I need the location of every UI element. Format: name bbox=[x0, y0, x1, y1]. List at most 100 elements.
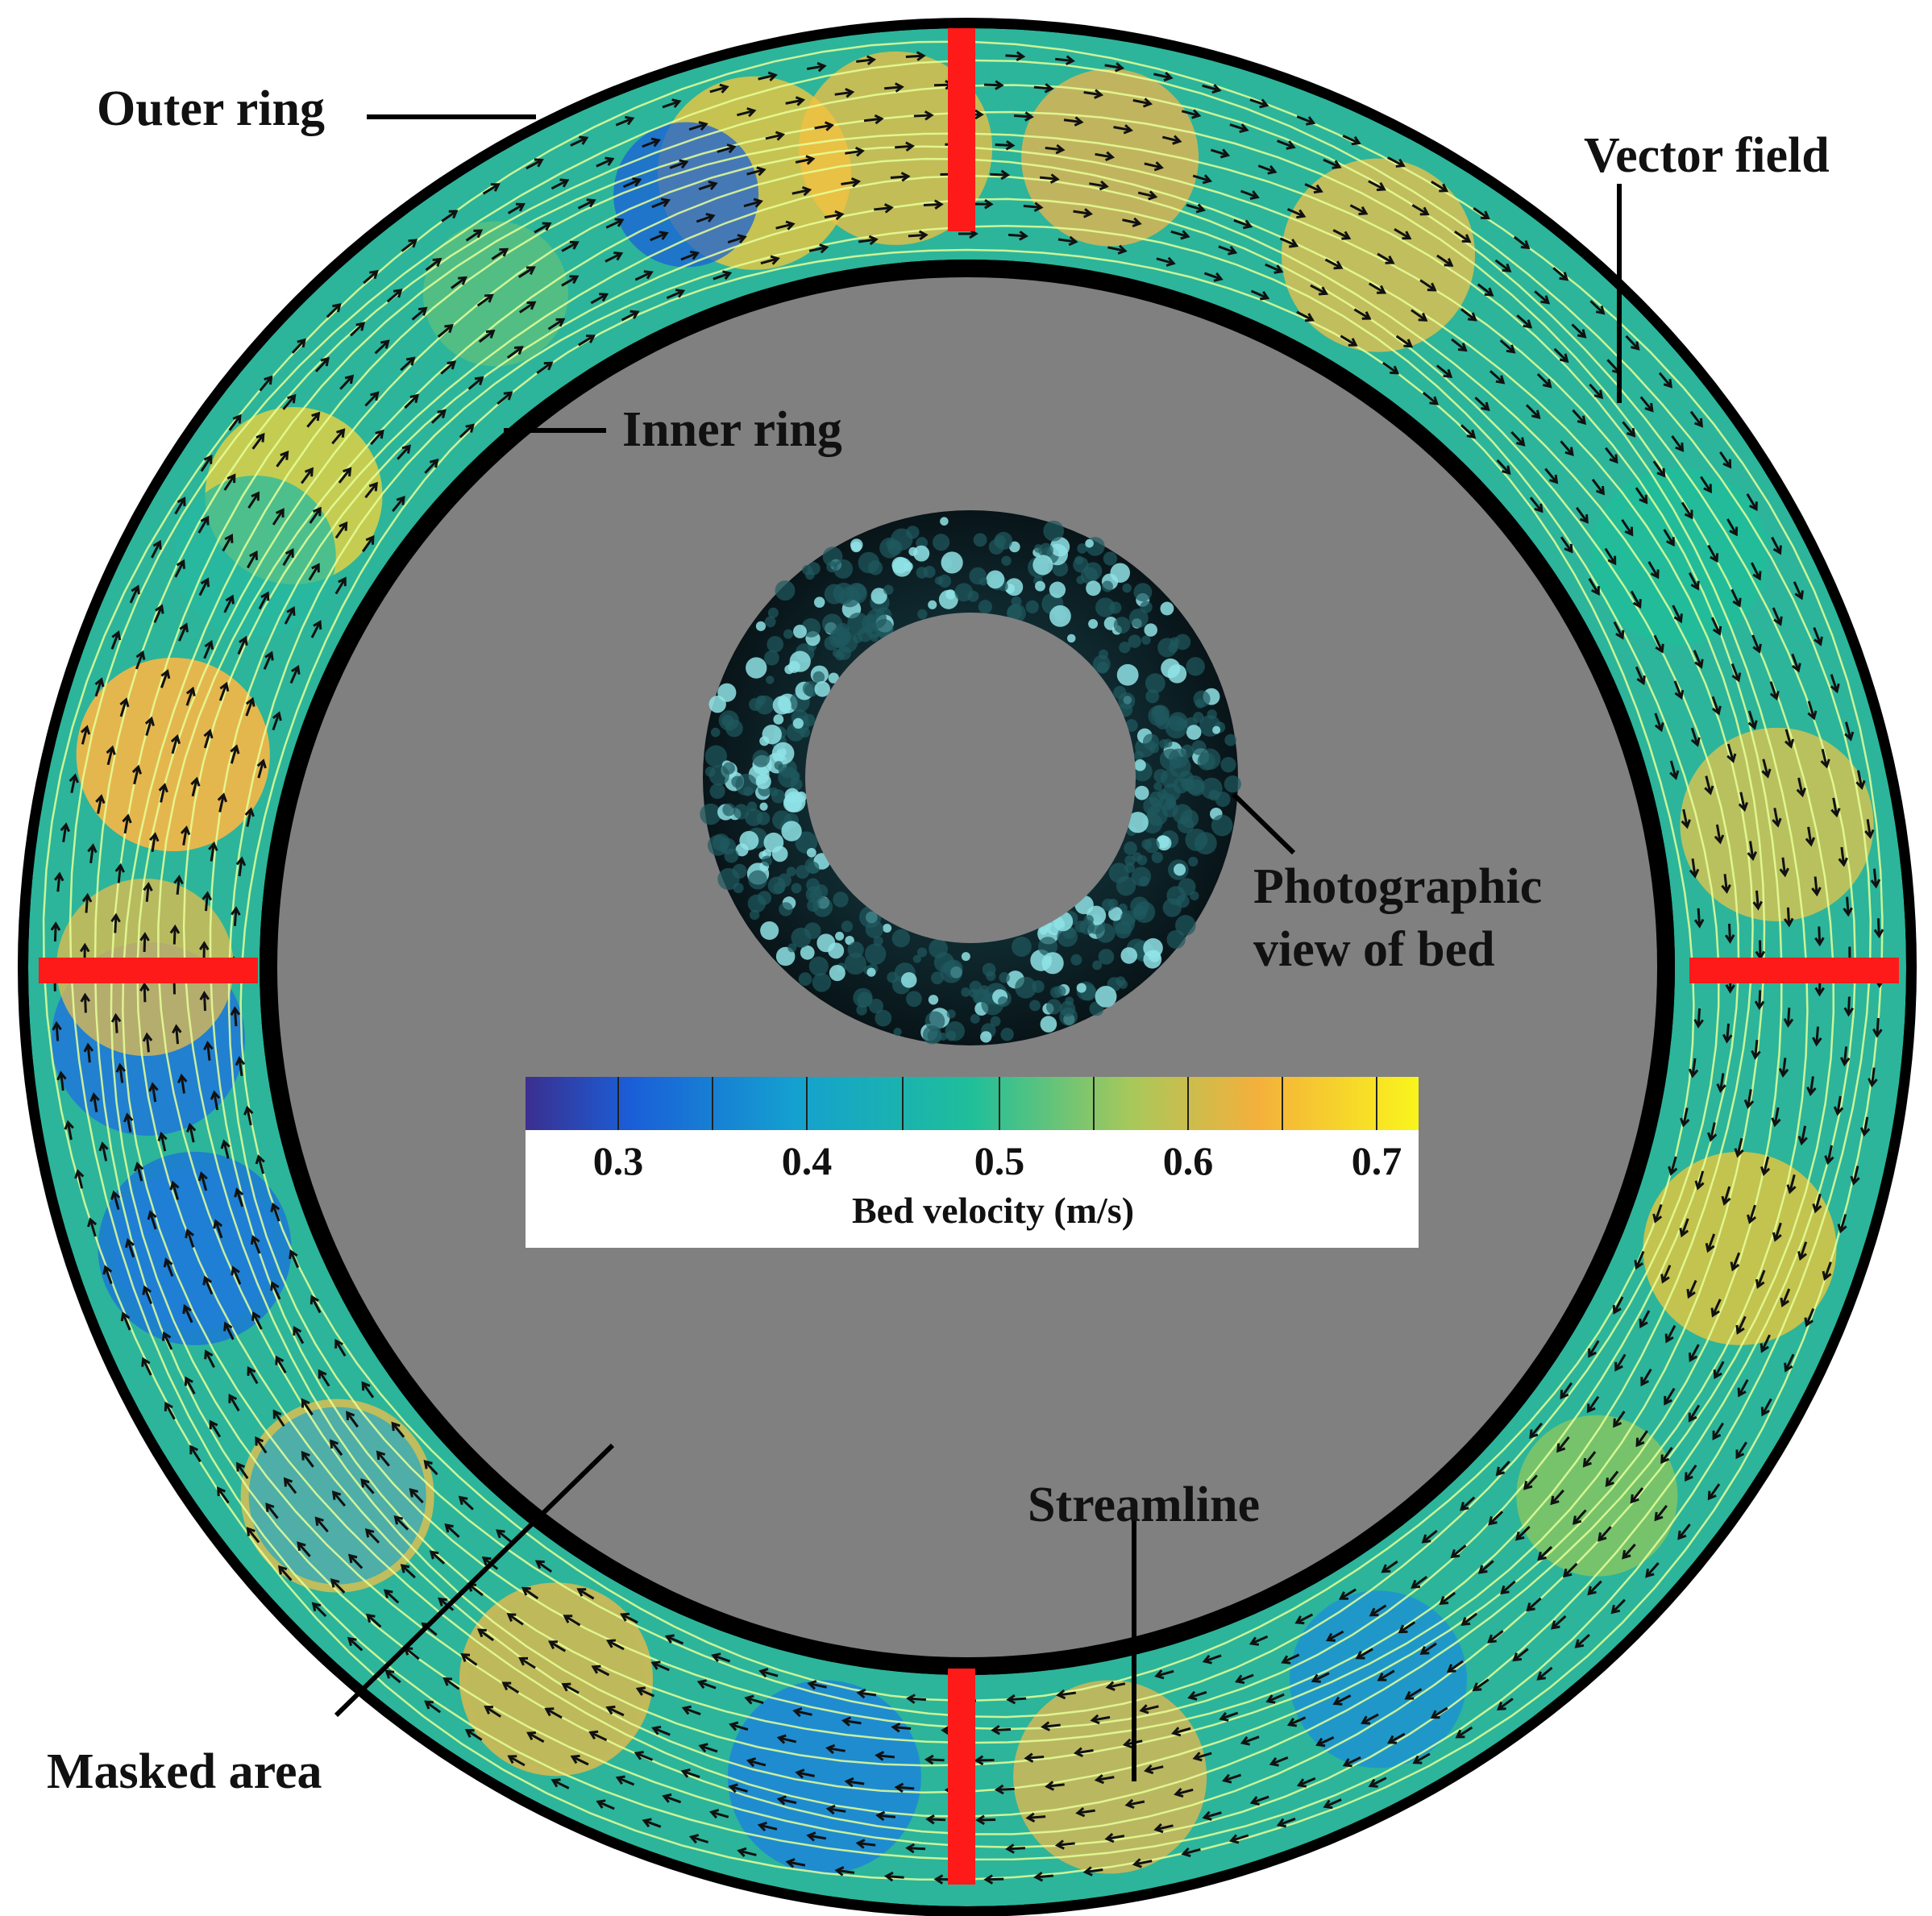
vector-arrow bbox=[202, 891, 213, 912]
vector-arrow bbox=[139, 932, 150, 952]
vector-arrow bbox=[858, 235, 879, 246]
vector-arrow bbox=[1355, 1648, 1373, 1660]
vector-arrow bbox=[1612, 1296, 1624, 1315]
vector-arrow bbox=[161, 1331, 173, 1350]
bed-bead bbox=[792, 717, 804, 729]
bed-bead bbox=[771, 742, 795, 765]
bed-bead bbox=[1136, 854, 1148, 866]
vector-arrow bbox=[1512, 1648, 1529, 1662]
vector-arrow bbox=[441, 210, 459, 222]
bed-bead bbox=[749, 909, 760, 921]
vector-arrow bbox=[1276, 1817, 1296, 1828]
vector-arrow bbox=[1404, 1688, 1423, 1700]
vector-arrow bbox=[1605, 1470, 1619, 1487]
bed-bead bbox=[1177, 816, 1195, 833]
bed-bead bbox=[787, 943, 797, 953]
vector-arrow bbox=[1812, 1026, 1822, 1047]
vector-arrow bbox=[1454, 230, 1472, 243]
vector-arrow bbox=[1560, 536, 1573, 554]
vector-arrow bbox=[147, 1210, 157, 1230]
vector-arrow bbox=[727, 234, 747, 244]
bed-bead bbox=[764, 650, 779, 666]
vector-arrow bbox=[1324, 258, 1344, 270]
vector-arrow bbox=[547, 318, 566, 330]
vector-arrow bbox=[169, 1180, 180, 1200]
bed-bead bbox=[1128, 634, 1141, 648]
vector-arrow bbox=[1771, 1107, 1781, 1128]
vector-arrow bbox=[1229, 123, 1249, 134]
vector-arrow bbox=[401, 239, 418, 252]
bed-bead bbox=[1110, 563, 1131, 583]
vector-arrow bbox=[1265, 263, 1284, 274]
vector-arrow bbox=[139, 982, 150, 1003]
vector-arrow bbox=[1791, 653, 1801, 673]
vector-arrow bbox=[1325, 1630, 1344, 1642]
vector-arrow bbox=[482, 183, 501, 195]
vector-arrow bbox=[507, 202, 526, 214]
bed-bead bbox=[978, 577, 988, 586]
bed-bead bbox=[1079, 919, 1095, 935]
bed-bead bbox=[822, 547, 843, 567]
vector-arrow bbox=[231, 906, 241, 927]
bed-bead bbox=[1174, 863, 1186, 876]
vector-arrow bbox=[203, 729, 214, 749]
bed-bead bbox=[704, 745, 728, 767]
vector-arrow bbox=[642, 1818, 662, 1828]
vector-arrow bbox=[1668, 1156, 1678, 1176]
bed-bead bbox=[774, 761, 783, 771]
vector-arrow bbox=[129, 584, 140, 604]
vector-arrow bbox=[1304, 183, 1323, 194]
vector-arrow bbox=[1315, 1736, 1335, 1748]
vector-arrow bbox=[1677, 1523, 1691, 1540]
bed-bead bbox=[998, 996, 1008, 1007]
vector-arrow bbox=[1174, 1787, 1194, 1798]
bed-bead bbox=[829, 965, 846, 982]
vector-arrow bbox=[220, 1139, 231, 1159]
bed-bead bbox=[849, 584, 866, 601]
vector-arrow bbox=[1489, 370, 1506, 384]
vector-arrow bbox=[990, 169, 1011, 181]
vector-arrow bbox=[1516, 314, 1533, 329]
bed-bead bbox=[1131, 867, 1152, 887]
bed-bead bbox=[864, 943, 887, 965]
vector-arrow bbox=[314, 356, 330, 372]
vector-arrow bbox=[160, 668, 171, 688]
bed-bead bbox=[1167, 664, 1187, 684]
vector-arrow bbox=[1870, 868, 1881, 889]
vector-arrow bbox=[578, 335, 596, 347]
bed-bead bbox=[748, 870, 767, 890]
vector-arrow bbox=[634, 1751, 654, 1761]
bed-bead bbox=[747, 894, 767, 913]
vector-arrow bbox=[1760, 1398, 1772, 1417]
bed-bead bbox=[1134, 759, 1146, 771]
vector-arrow bbox=[1494, 259, 1512, 272]
bed-bead bbox=[1119, 641, 1131, 654]
vector-arrow bbox=[404, 393, 420, 409]
vector-arrow bbox=[825, 1804, 846, 1815]
bed-bead bbox=[1053, 985, 1066, 997]
vector-arrow bbox=[142, 1032, 153, 1053]
bed-bead bbox=[945, 1020, 966, 1041]
vector-arrow bbox=[1689, 858, 1700, 879]
vector-arrow bbox=[1536, 373, 1552, 389]
bed-bead bbox=[1188, 856, 1199, 867]
bed-bead bbox=[786, 867, 796, 877]
vector-arrow bbox=[157, 1131, 168, 1152]
bed-bead bbox=[755, 621, 767, 631]
bed-bead bbox=[940, 960, 963, 983]
vector-arrow bbox=[507, 1755, 526, 1767]
vector-arrow bbox=[460, 1653, 478, 1666]
vector-arrow bbox=[1202, 84, 1222, 94]
bed-bead bbox=[767, 607, 779, 618]
vector-arrow bbox=[255, 1154, 265, 1174]
vector-arrow bbox=[1783, 907, 1794, 928]
vector-arrow bbox=[1653, 634, 1664, 654]
vector-arrow bbox=[496, 1529, 513, 1543]
vector-arrow bbox=[534, 222, 552, 234]
vector-arrow bbox=[1805, 826, 1816, 847]
bed-bead bbox=[724, 848, 739, 863]
bed-bead bbox=[1127, 812, 1149, 833]
vector-arrow bbox=[1095, 151, 1116, 161]
vector-arrow bbox=[1822, 1261, 1832, 1281]
vector-arrow bbox=[765, 131, 786, 141]
